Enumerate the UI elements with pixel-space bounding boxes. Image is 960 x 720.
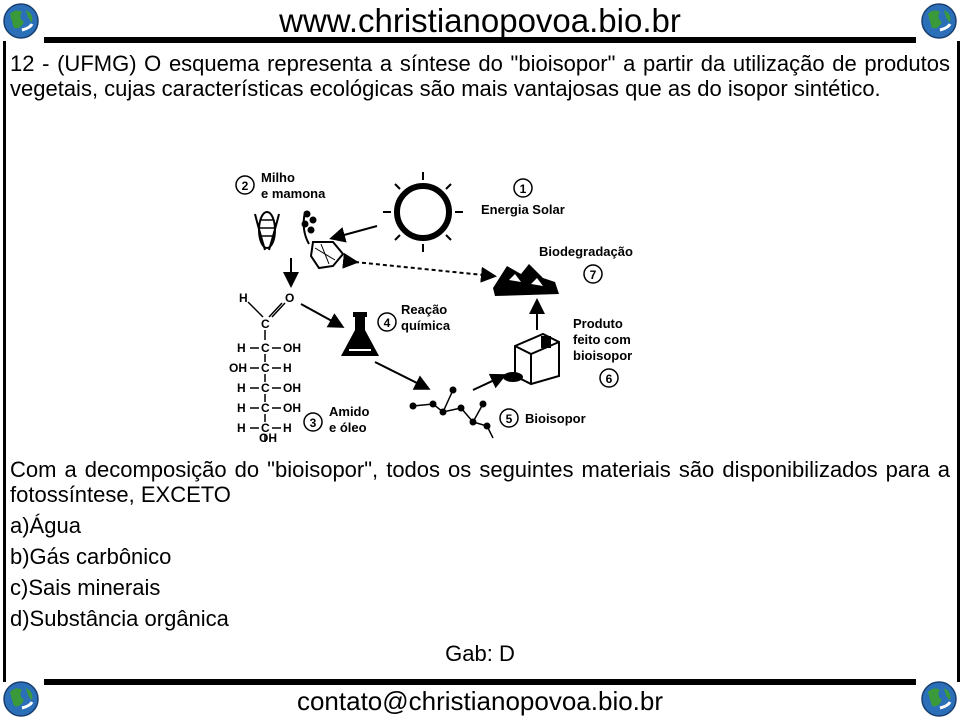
label-reacao: Reação — [401, 302, 447, 317]
formula-right: OH — [283, 401, 301, 415]
step-number: 1 — [520, 182, 527, 196]
formula-left: OH — [229, 361, 247, 375]
formula-carbon: C — [261, 361, 270, 375]
answer-options: a)Água b)Gás carbônico c)Sais minerais d… — [10, 513, 229, 637]
label-oleo: e óleo — [329, 420, 367, 435]
step-number: 5 — [506, 412, 513, 426]
step-6-badge: 6 — [599, 368, 619, 388]
arrow — [374, 361, 431, 390]
arrow — [329, 225, 378, 243]
step-3-badge: 3 — [303, 412, 323, 432]
step-2-badge: 2 — [235, 175, 255, 195]
formula-carbon: C — [261, 401, 270, 415]
label-quimica: química — [401, 318, 451, 333]
sun-icon — [383, 172, 463, 252]
header-divider — [44, 37, 916, 43]
formula-carbon: C — [261, 341, 270, 355]
label-produto: Produto — [573, 316, 623, 331]
step-number: 2 — [242, 179, 249, 193]
corn-icon — [254, 211, 280, 251]
formula-carbon: C — [261, 381, 270, 395]
step-7-badge: 7 — [583, 264, 603, 284]
arrow — [300, 303, 345, 328]
step-1-badge: 1 — [513, 178, 533, 198]
label-amido: Amido — [329, 404, 370, 419]
label-bioisopor: Bioisopor — [525, 411, 586, 426]
label-biodegradacao: Biodegradação — [539, 244, 633, 259]
formula-right: OH — [283, 381, 301, 395]
step-number: 4 — [384, 316, 391, 330]
page-header: www.christianopovoa.bio.br — [0, 0, 960, 44]
svg-text:H: H — [239, 291, 248, 305]
step-number: 7 — [590, 268, 597, 282]
label-milho: Milho — [261, 170, 295, 185]
step-number: 6 — [606, 372, 613, 386]
debris-icon — [493, 264, 559, 296]
castor-plant-icon — [301, 210, 345, 270]
globe-icon — [921, 681, 957, 717]
label-bioisopor-product: bioisopor — [573, 348, 632, 363]
option-b: b)Gás carbônico — [10, 544, 172, 569]
svg-text:O: O — [285, 291, 294, 305]
globe-icon — [3, 681, 39, 717]
formula-left: H — [237, 341, 246, 355]
option-a: a)Água — [10, 513, 81, 538]
product-box-icon — [503, 332, 560, 386]
step-number: 3 — [310, 416, 317, 430]
formula-right: H — [283, 361, 292, 375]
formula-right: OH — [283, 341, 301, 355]
svg-text:C: C — [261, 317, 270, 331]
globe-icon — [3, 3, 39, 39]
page-frame — [3, 41, 960, 682]
site-title: www.christianopovoa.bio.br — [279, 2, 681, 39]
flask-icon — [341, 312, 379, 356]
option-c: c)Sais minerais — [10, 575, 161, 600]
formula-right: H — [283, 421, 292, 435]
label-feito-com: feito com — [573, 332, 631, 347]
step-5-badge: 5 — [499, 408, 519, 428]
svg-text:OH: OH — [259, 431, 277, 445]
dashed-arrow — [342, 252, 497, 283]
option-d: d)Substância orgânica — [10, 606, 229, 631]
question-prompt: Com a decomposição do "bioisopor", todos… — [10, 457, 950, 507]
bioisopor-diagram: 1 Energia Solar 2 Milho e mamona Biodegr… — [229, 170, 633, 445]
question-text: 12 - (UFMG) O esquema representa a sínte… — [10, 51, 950, 101]
arrow — [472, 373, 507, 391]
question-block: 12 - (UFMG) O esquema representa a sínte… — [10, 51, 950, 101]
label-energia-solar: Energia Solar — [481, 202, 565, 217]
formula-left: H — [237, 401, 246, 415]
step-4-badge: 4 — [377, 312, 397, 332]
contact-email: contato@christianopovoa.bio.br — [296, 686, 664, 716]
footer-divider — [44, 679, 916, 685]
label-mamona: e mamona — [261, 186, 326, 201]
globe-icon — [921, 3, 957, 39]
answer-key: Gab: D — [445, 641, 515, 666]
polymer-molecule-icon — [409, 386, 494, 439]
formula-left: H — [237, 381, 246, 395]
formula-left: H — [237, 421, 246, 435]
formula-carbon: C — [261, 421, 270, 435]
